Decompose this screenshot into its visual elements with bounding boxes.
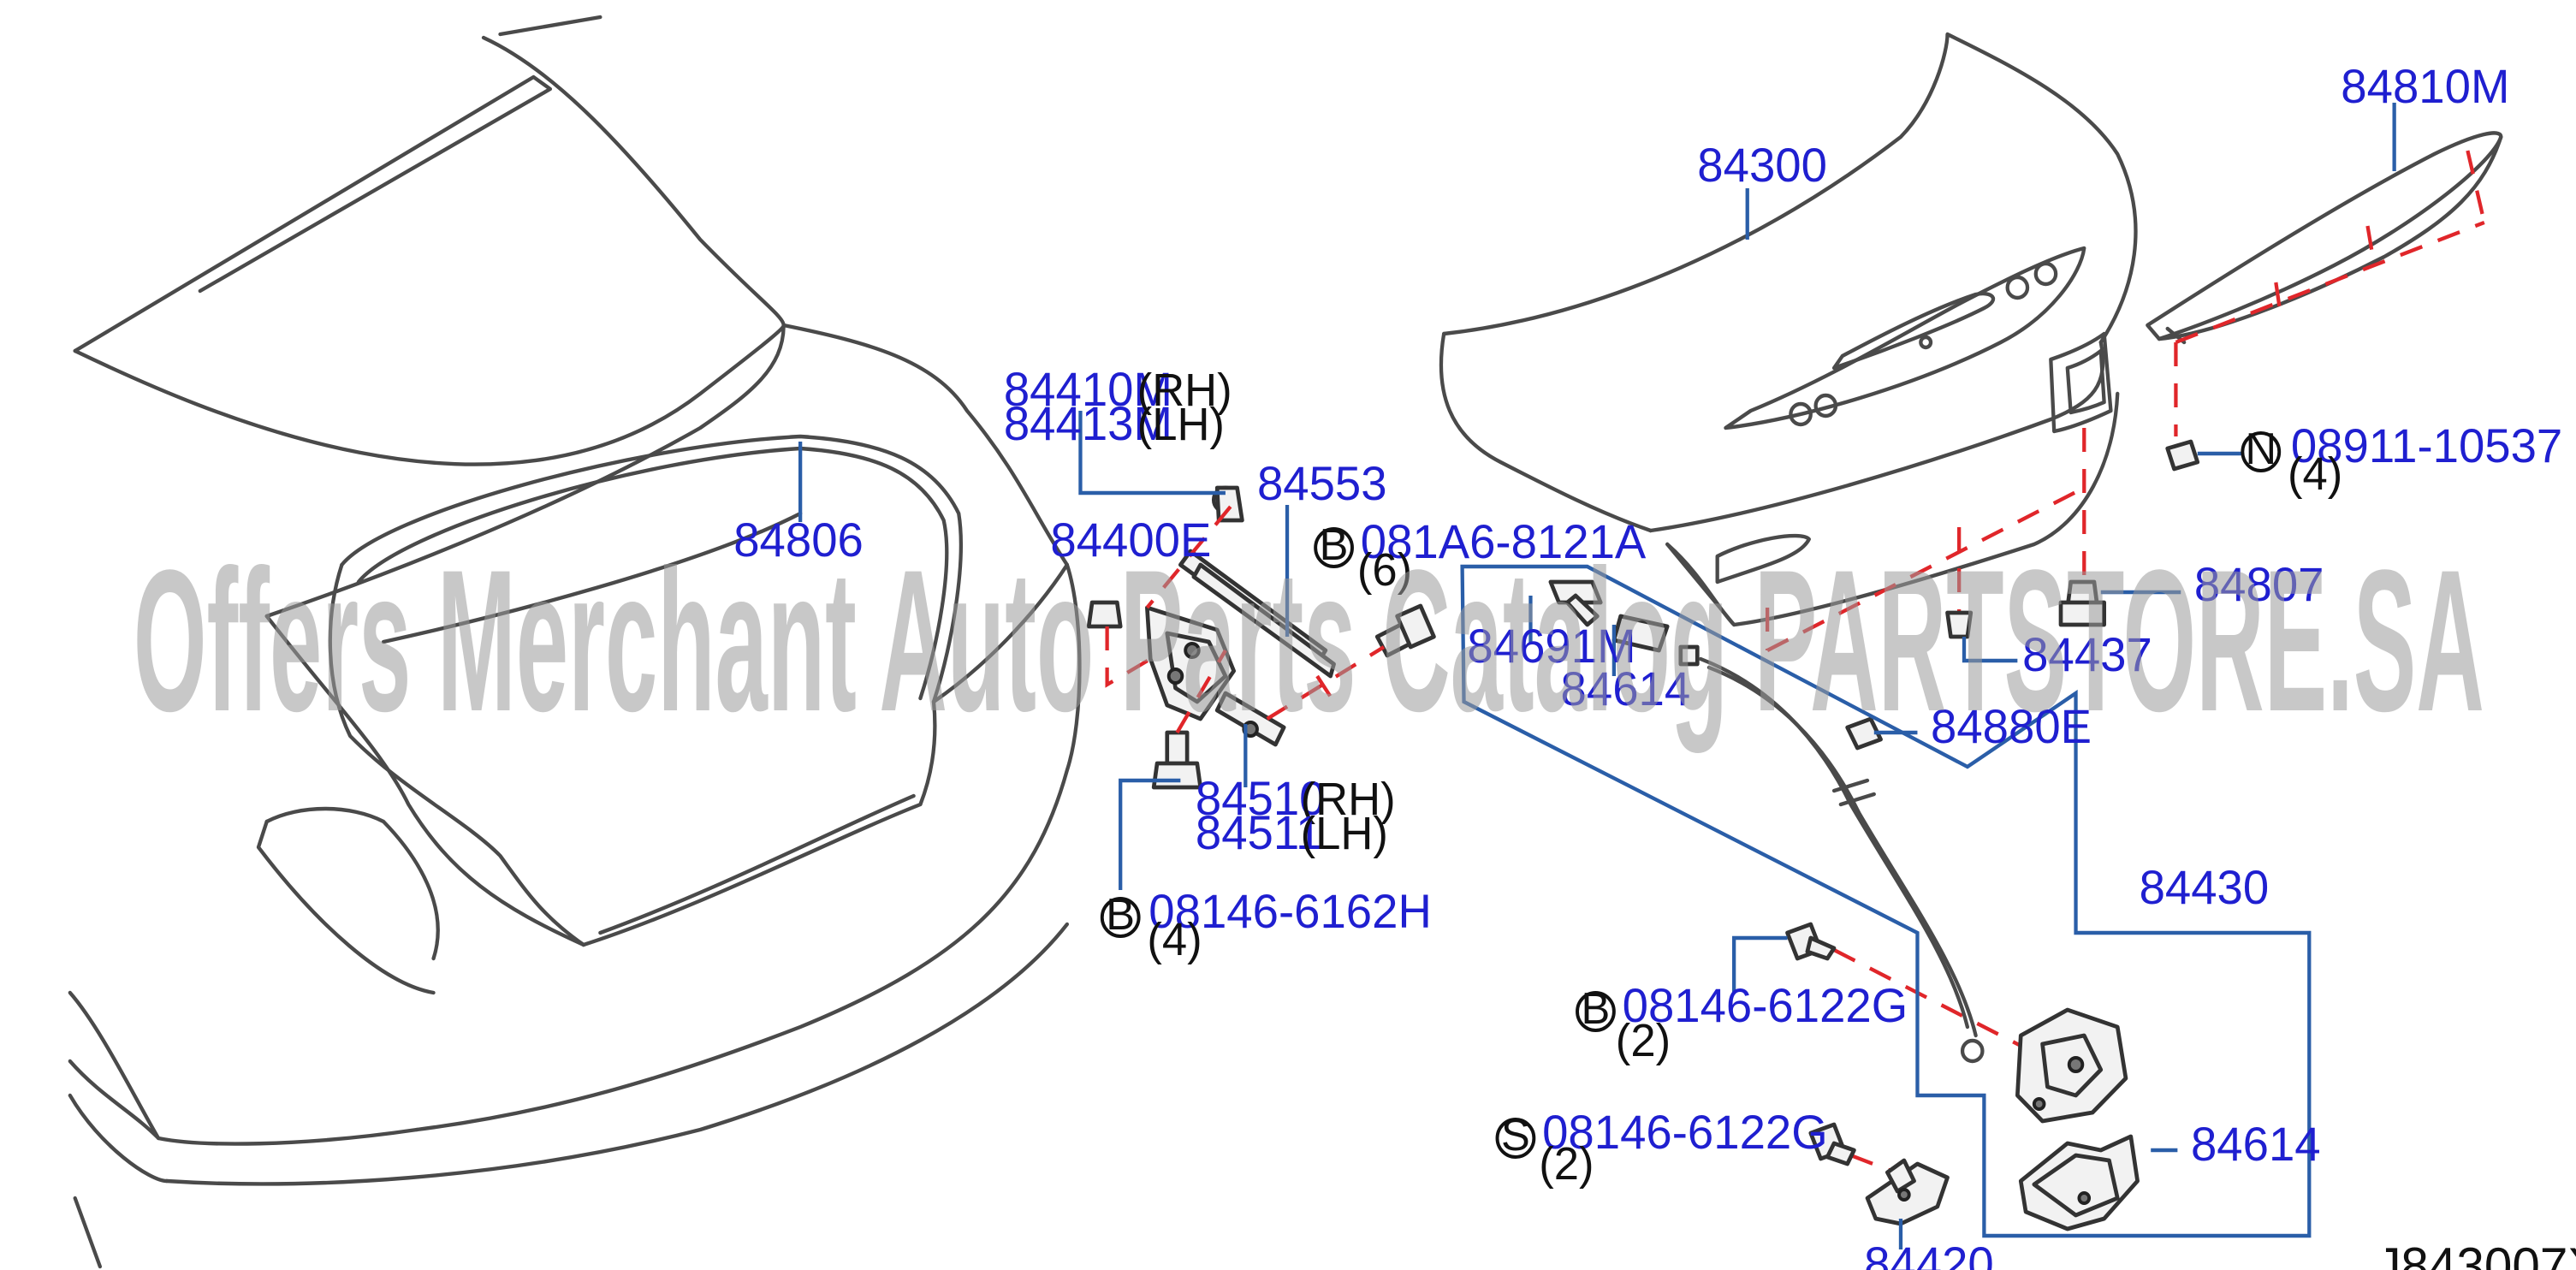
diagram-code: J843007X [2376, 1237, 2576, 1270]
latch-cover [2018, 1134, 2140, 1231]
assembly-lines-center [1105, 505, 1386, 734]
prefix-081A6: B [1320, 519, 1349, 569]
leader-lines [798, 103, 2396, 1249]
prefix-circle-08911-10537 [2241, 431, 2282, 472]
trunk-lid [1439, 32, 2138, 627]
label-84810M: 84810M [2341, 59, 2509, 113]
label-84511: 84511 [1196, 805, 1322, 859]
label-84510-side: (RH) [1301, 774, 1396, 825]
assembly-lines-right [1765, 150, 2486, 1184]
label-84511-side: (LH) [1301, 808, 1388, 859]
label-84437: 84437 [2022, 627, 2152, 681]
qty-08146-6162H: (4) [1147, 914, 1202, 965]
prefix-circle-08146-6162H [1100, 897, 1141, 938]
prefix-circle-08146-6122G-B [1576, 991, 1616, 1032]
qty-08911-10537: (4) [2288, 448, 2342, 500]
label-08146-6122G-B: 08146-6122G [1623, 978, 1908, 1032]
trunk-latch [2015, 1007, 2128, 1124]
watermark-text: Offers Merchant Auto Parts Catalog PARTS… [134, 528, 2484, 753]
prefix-08146-6122G-B: B [1582, 983, 1611, 1033]
label-84410M-side: (RH) [1137, 365, 1232, 416]
label-84420: 84420 [1864, 1237, 1994, 1270]
prefix-circle-08146-6122G-S [1495, 1118, 1536, 1159]
small-parts-right [1548, 439, 2200, 1166]
label-84807: 84807 [2194, 557, 2324, 611]
prefix-08911-10537: N [2245, 424, 2276, 473]
label-84806: 84806 [733, 513, 864, 567]
label-84880E: 84880E [1931, 699, 2092, 753]
prefix-08146-6162H: B [1106, 889, 1135, 939]
trunk-striker [1865, 1158, 1950, 1226]
label-84430: 84430 [2140, 860, 2270, 914]
qty-08146-6122G-B: (2) [1616, 1015, 1671, 1066]
prefix-08146-6122G-S: S [1501, 1110, 1530, 1160]
label-08146-6122G-S: 08146-6122G [1542, 1105, 1828, 1159]
label-84510: 84510 [1196, 771, 1326, 825]
label-84413M: 84413M [1004, 396, 1172, 450]
label-08146-6162H: 08146-6162H [1149, 884, 1432, 938]
callout-labels: 84806 84410M (RH) 84413M (LH) 84553 8440… [733, 59, 2576, 1270]
label-84614-lower: 84614 [2191, 1117, 2321, 1171]
prefix-circle-081A6 [1314, 527, 1354, 568]
qty-08146-6122G-S: (2) [1539, 1138, 1594, 1190]
label-84300: 84300 [1697, 138, 1827, 192]
label-08911-10537: 08911-10537 [2291, 418, 2562, 472]
label-84410M: 84410M [1004, 362, 1172, 416]
label-84400E: 84400E [1050, 513, 1211, 567]
car-rear-body [68, 15, 1082, 1269]
label-84691M: 84691M [1467, 619, 1635, 673]
label-84553: 84553 [1257, 456, 1387, 510]
label-84413M-side: (LH) [1137, 399, 1225, 450]
trunk-hinge-assembly [1086, 485, 1436, 790]
label-84614-upper: 84614 [1561, 662, 1691, 715]
qty-081A6-8121A: (6) [1357, 544, 1412, 596]
label-081A6-8121A: 081A6-8121A [1361, 514, 1647, 568]
